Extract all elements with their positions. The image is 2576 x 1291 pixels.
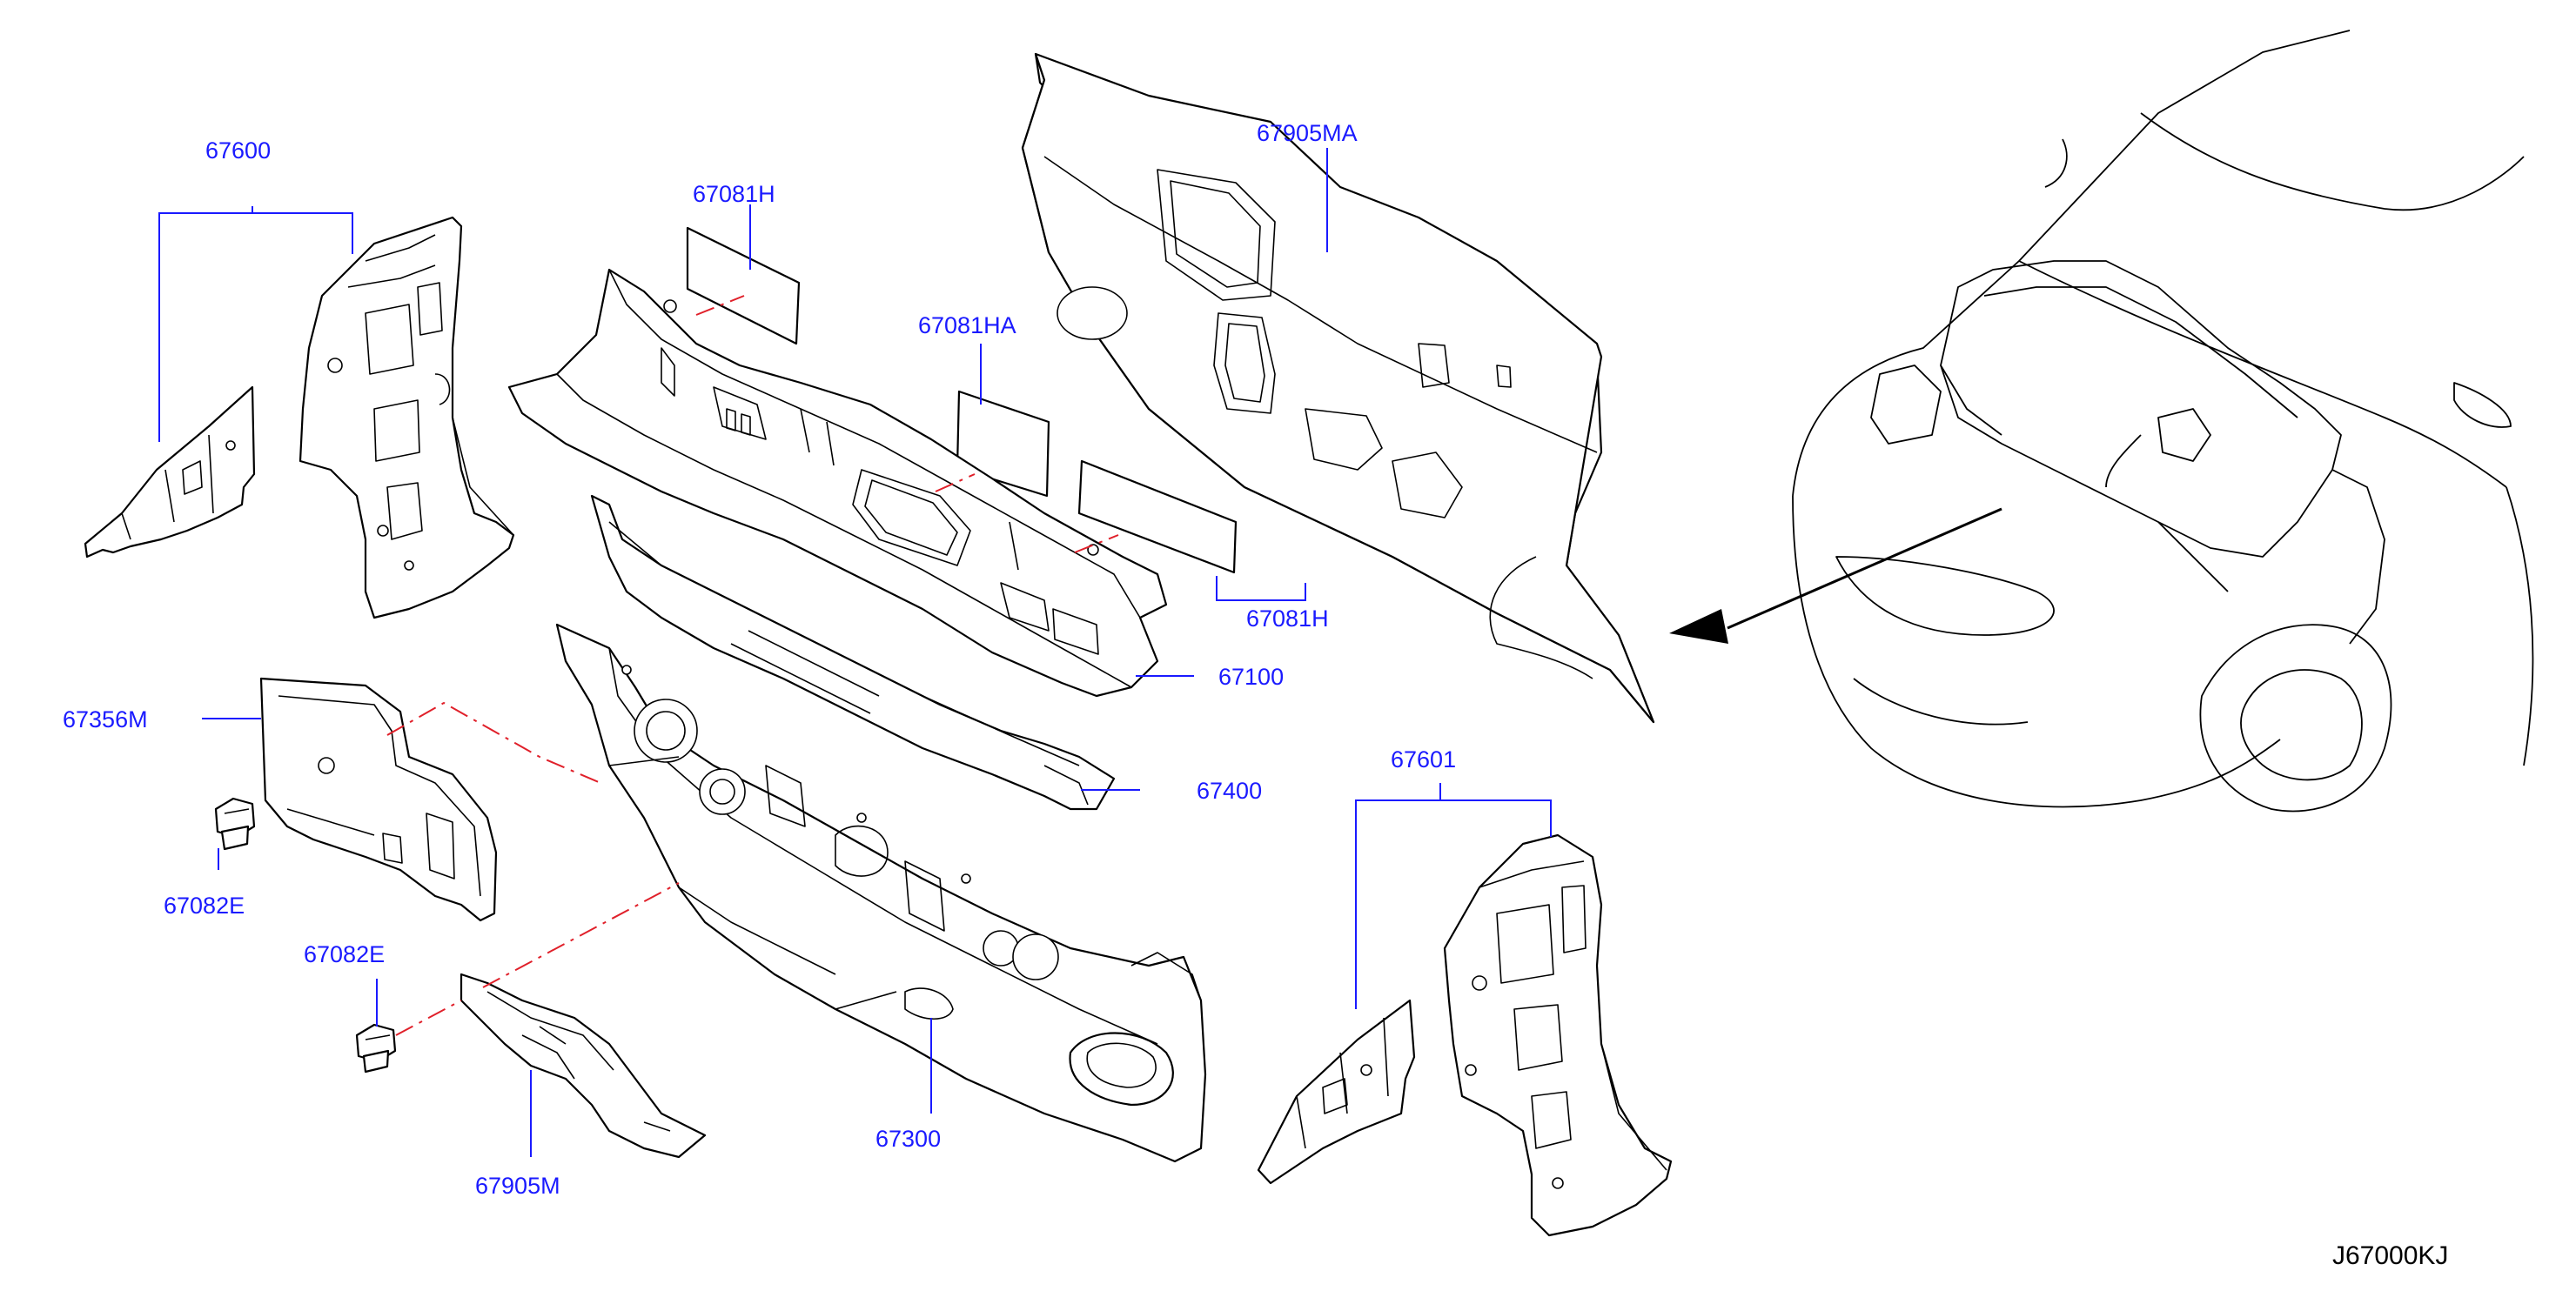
label-67356M: 67356M (63, 706, 148, 732)
label-67905MA: 67905MA (1257, 120, 1358, 146)
part-67100-cowl-top (507, 268, 1168, 698)
label-67400: 67400 (1197, 778, 1262, 804)
part-67082E-clip-left (214, 797, 256, 851)
leader-lines (158, 148, 1552, 1157)
part-67601-side-panel-right (1257, 833, 1673, 1237)
part-67600-side-panel-left (84, 216, 515, 619)
part-67300-dash-panel (555, 623, 1207, 1163)
location-arrow (1669, 507, 2002, 644)
part-67905M-lower-insulator (460, 973, 707, 1159)
label-67081H-top: 67081H (693, 181, 775, 207)
label-67082E-bottom: 67082E (304, 941, 385, 967)
label-67082E-left: 67082E (164, 893, 245, 919)
diagram-code: J67000KJ (2332, 1241, 2448, 1270)
label-67601: 67601 (1391, 746, 1456, 773)
alignment-lines (386, 295, 1119, 1036)
part-67400-cowl-lower (590, 494, 1116, 811)
label-67300: 67300 (875, 1126, 941, 1152)
part-67905MA-insulator (1021, 52, 1655, 724)
label-67100: 67100 (1218, 664, 1284, 690)
part-67081H-sheet-top (686, 226, 801, 345)
part-67356M-plate (259, 677, 498, 922)
part-67081H-sheet-right (1077, 459, 1238, 574)
part-67082E-clip-bottom (355, 1023, 397, 1074)
label-67081HA: 67081HA (918, 312, 1016, 338)
part-labels: 67600 67081H 67905MA 67081HA 67081H 6710… (63, 120, 1456, 1199)
label-67081H-right: 67081H (1246, 605, 1329, 632)
label-67600: 67600 (205, 137, 271, 164)
label-67905M: 67905M (475, 1173, 560, 1199)
vehicle-overview (1792, 30, 2534, 813)
